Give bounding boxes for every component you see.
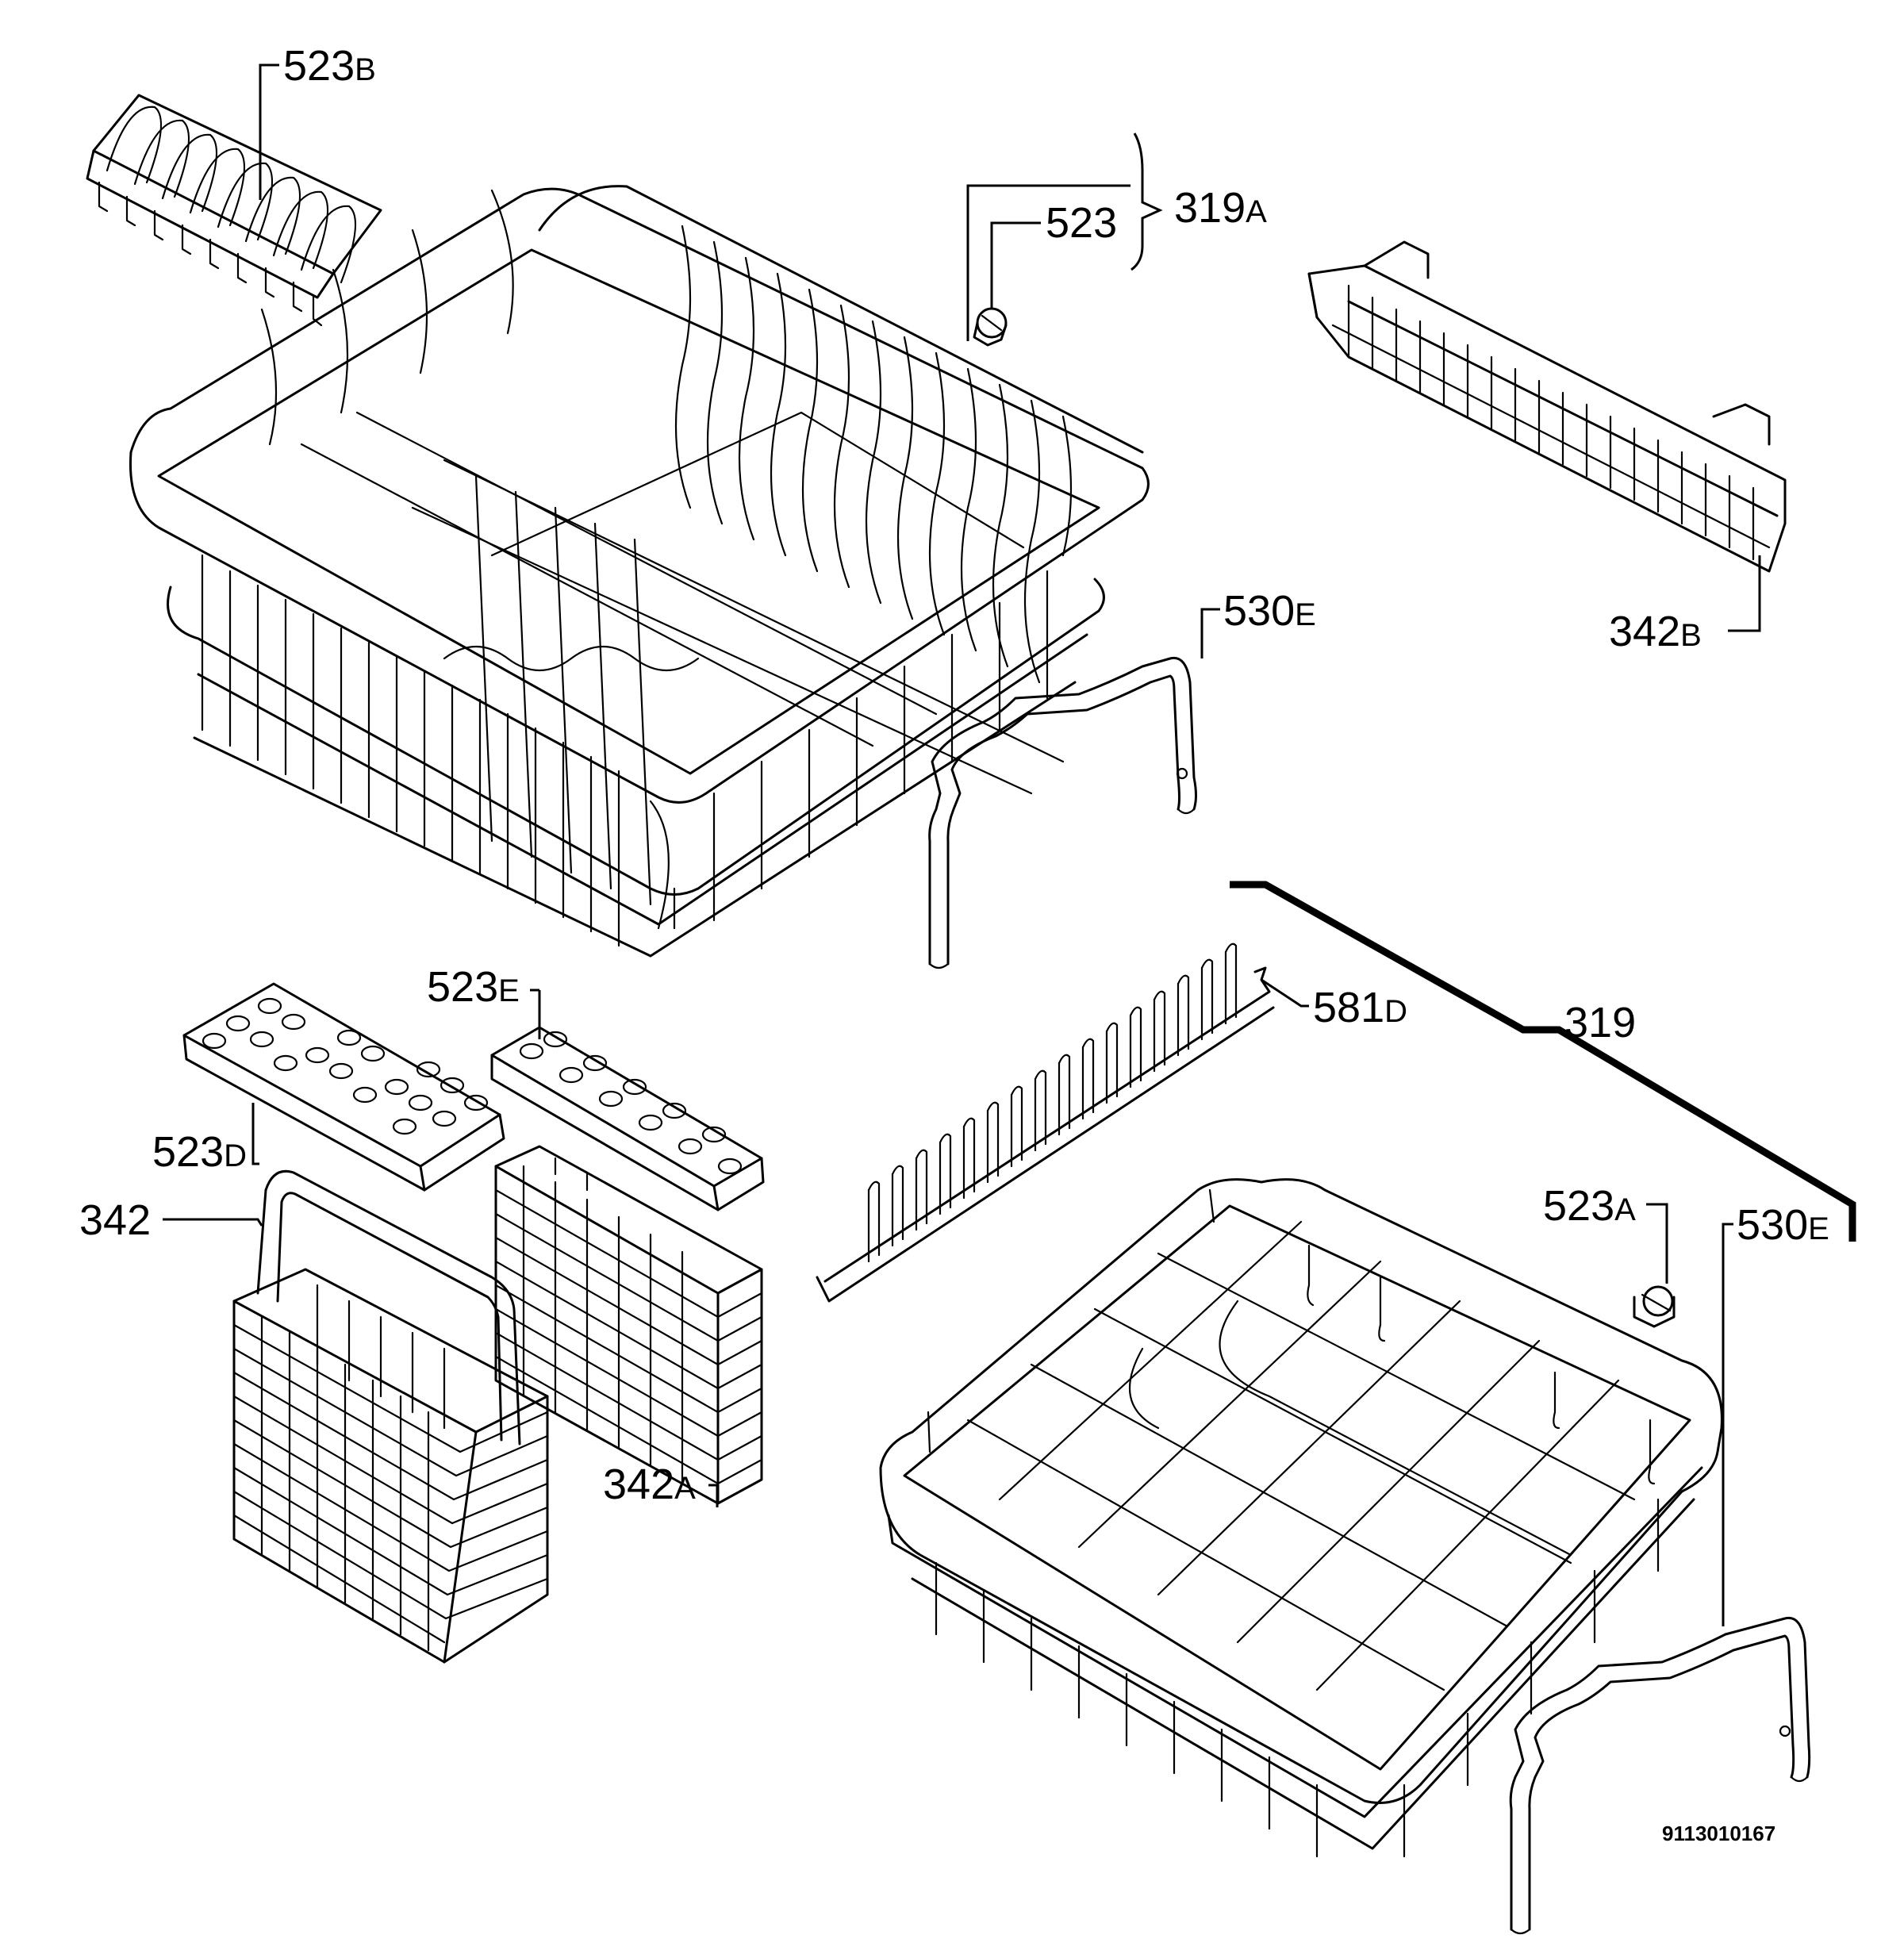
part-581D-folding-tines xyxy=(816,943,1275,1303)
upper-dish-basket xyxy=(129,185,1150,958)
drawing-number: 9113010167 xyxy=(1662,1822,1775,1845)
part-523A-wheel xyxy=(1633,1285,1676,1328)
callout-581D: 581D xyxy=(1313,984,1407,1031)
part-342B-side-basket xyxy=(1307,240,1787,573)
callout-342: 342 xyxy=(79,1196,151,1244)
callout-523A: 523A xyxy=(1543,1182,1636,1230)
part-523-wheel xyxy=(973,307,1008,347)
callout-530E-upper: 530E xyxy=(1223,587,1316,635)
callout-342A: 342A xyxy=(603,1461,696,1508)
callout-319: 319 xyxy=(1564,999,1636,1046)
callout-319A: 319A xyxy=(1174,184,1267,232)
callout-523D: 523D xyxy=(152,1128,247,1176)
callout-523E: 523E xyxy=(427,963,520,1011)
part-342-cutlery-basket xyxy=(232,1169,549,1664)
part-523E-insert xyxy=(490,1026,765,1211)
leader-lines xyxy=(163,63,1761,1626)
callout-530E-lower: 530E xyxy=(1737,1201,1829,1249)
part-530E-rail-lower xyxy=(1509,1616,1811,1935)
lower-dish-basket xyxy=(879,1178,1723,1858)
part-342A-cutlery-basket xyxy=(494,1145,763,1505)
part-530E-rail-upper xyxy=(928,656,1197,969)
callout-342B: 342B xyxy=(1609,608,1702,655)
part-523B-cup-rack-insert xyxy=(86,94,382,327)
callout-523: 523 xyxy=(1046,199,1117,247)
callout-523B: 523B xyxy=(283,42,376,90)
part-523D-insert xyxy=(182,982,505,1192)
assembly-bracket-319 xyxy=(1230,881,1856,1242)
